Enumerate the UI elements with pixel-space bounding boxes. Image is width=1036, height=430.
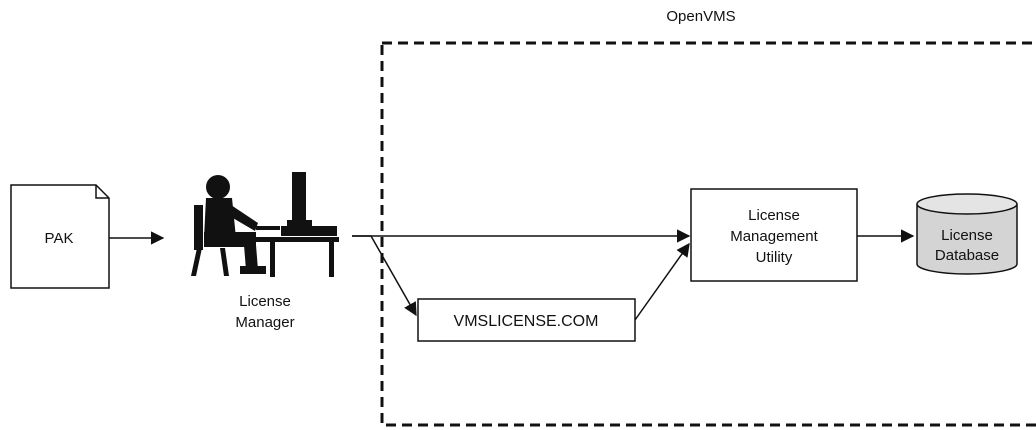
license-manager-label-line1: License xyxy=(239,293,291,310)
lmu-label-line1: License xyxy=(748,207,800,224)
connectors xyxy=(109,229,915,321)
desk-leg-icon xyxy=(329,242,334,277)
person-thigh-icon xyxy=(204,232,256,247)
pak-label: PAK xyxy=(45,230,74,247)
computer-box-icon xyxy=(281,226,337,236)
lmu-label-line3: Utility xyxy=(756,249,793,266)
openvms-boundary xyxy=(380,41,1036,427)
database-body-icon xyxy=(916,204,1018,275)
person-head-icon xyxy=(206,175,230,199)
database-label-line2: Database xyxy=(935,247,999,264)
lmu-box xyxy=(690,188,858,282)
person-arm-icon xyxy=(226,203,258,231)
chair-leg-icon xyxy=(191,248,202,276)
desk-icon xyxy=(254,237,339,242)
vmslicense-node: VMSLICENSE.COM xyxy=(417,298,636,342)
keyboard-icon xyxy=(256,226,280,230)
vmslicense-label: VMSLICENSE.COM xyxy=(454,313,599,330)
license-manager-label-line2: Manager xyxy=(235,314,294,331)
arrow-manager-to-vmslicense xyxy=(352,235,417,317)
openvms-container: OpenVMS xyxy=(380,8,1036,427)
desk-leg-icon xyxy=(270,242,275,277)
lmu-node: License Management Utility xyxy=(690,188,858,282)
person-leg-icon xyxy=(244,245,258,270)
document-icon xyxy=(10,184,110,289)
document-fold-icon xyxy=(95,185,109,199)
pak-document: PAK xyxy=(10,184,110,289)
chair-back-icon xyxy=(194,205,203,250)
monitor-base-icon xyxy=(287,220,312,226)
license-manager-icon xyxy=(191,172,339,277)
database-node: License Database xyxy=(916,193,1018,275)
chair-leg-icon xyxy=(220,248,229,276)
monitor-icon xyxy=(292,172,306,222)
database-label-line1: License xyxy=(941,227,993,244)
person-foot-icon xyxy=(240,266,266,274)
arrow-vmslicense-to-lmu xyxy=(634,242,690,321)
openvms-label: OpenVMS xyxy=(666,8,735,25)
database-top-icon xyxy=(916,193,1018,215)
lmu-label-line2: Management xyxy=(730,228,818,245)
